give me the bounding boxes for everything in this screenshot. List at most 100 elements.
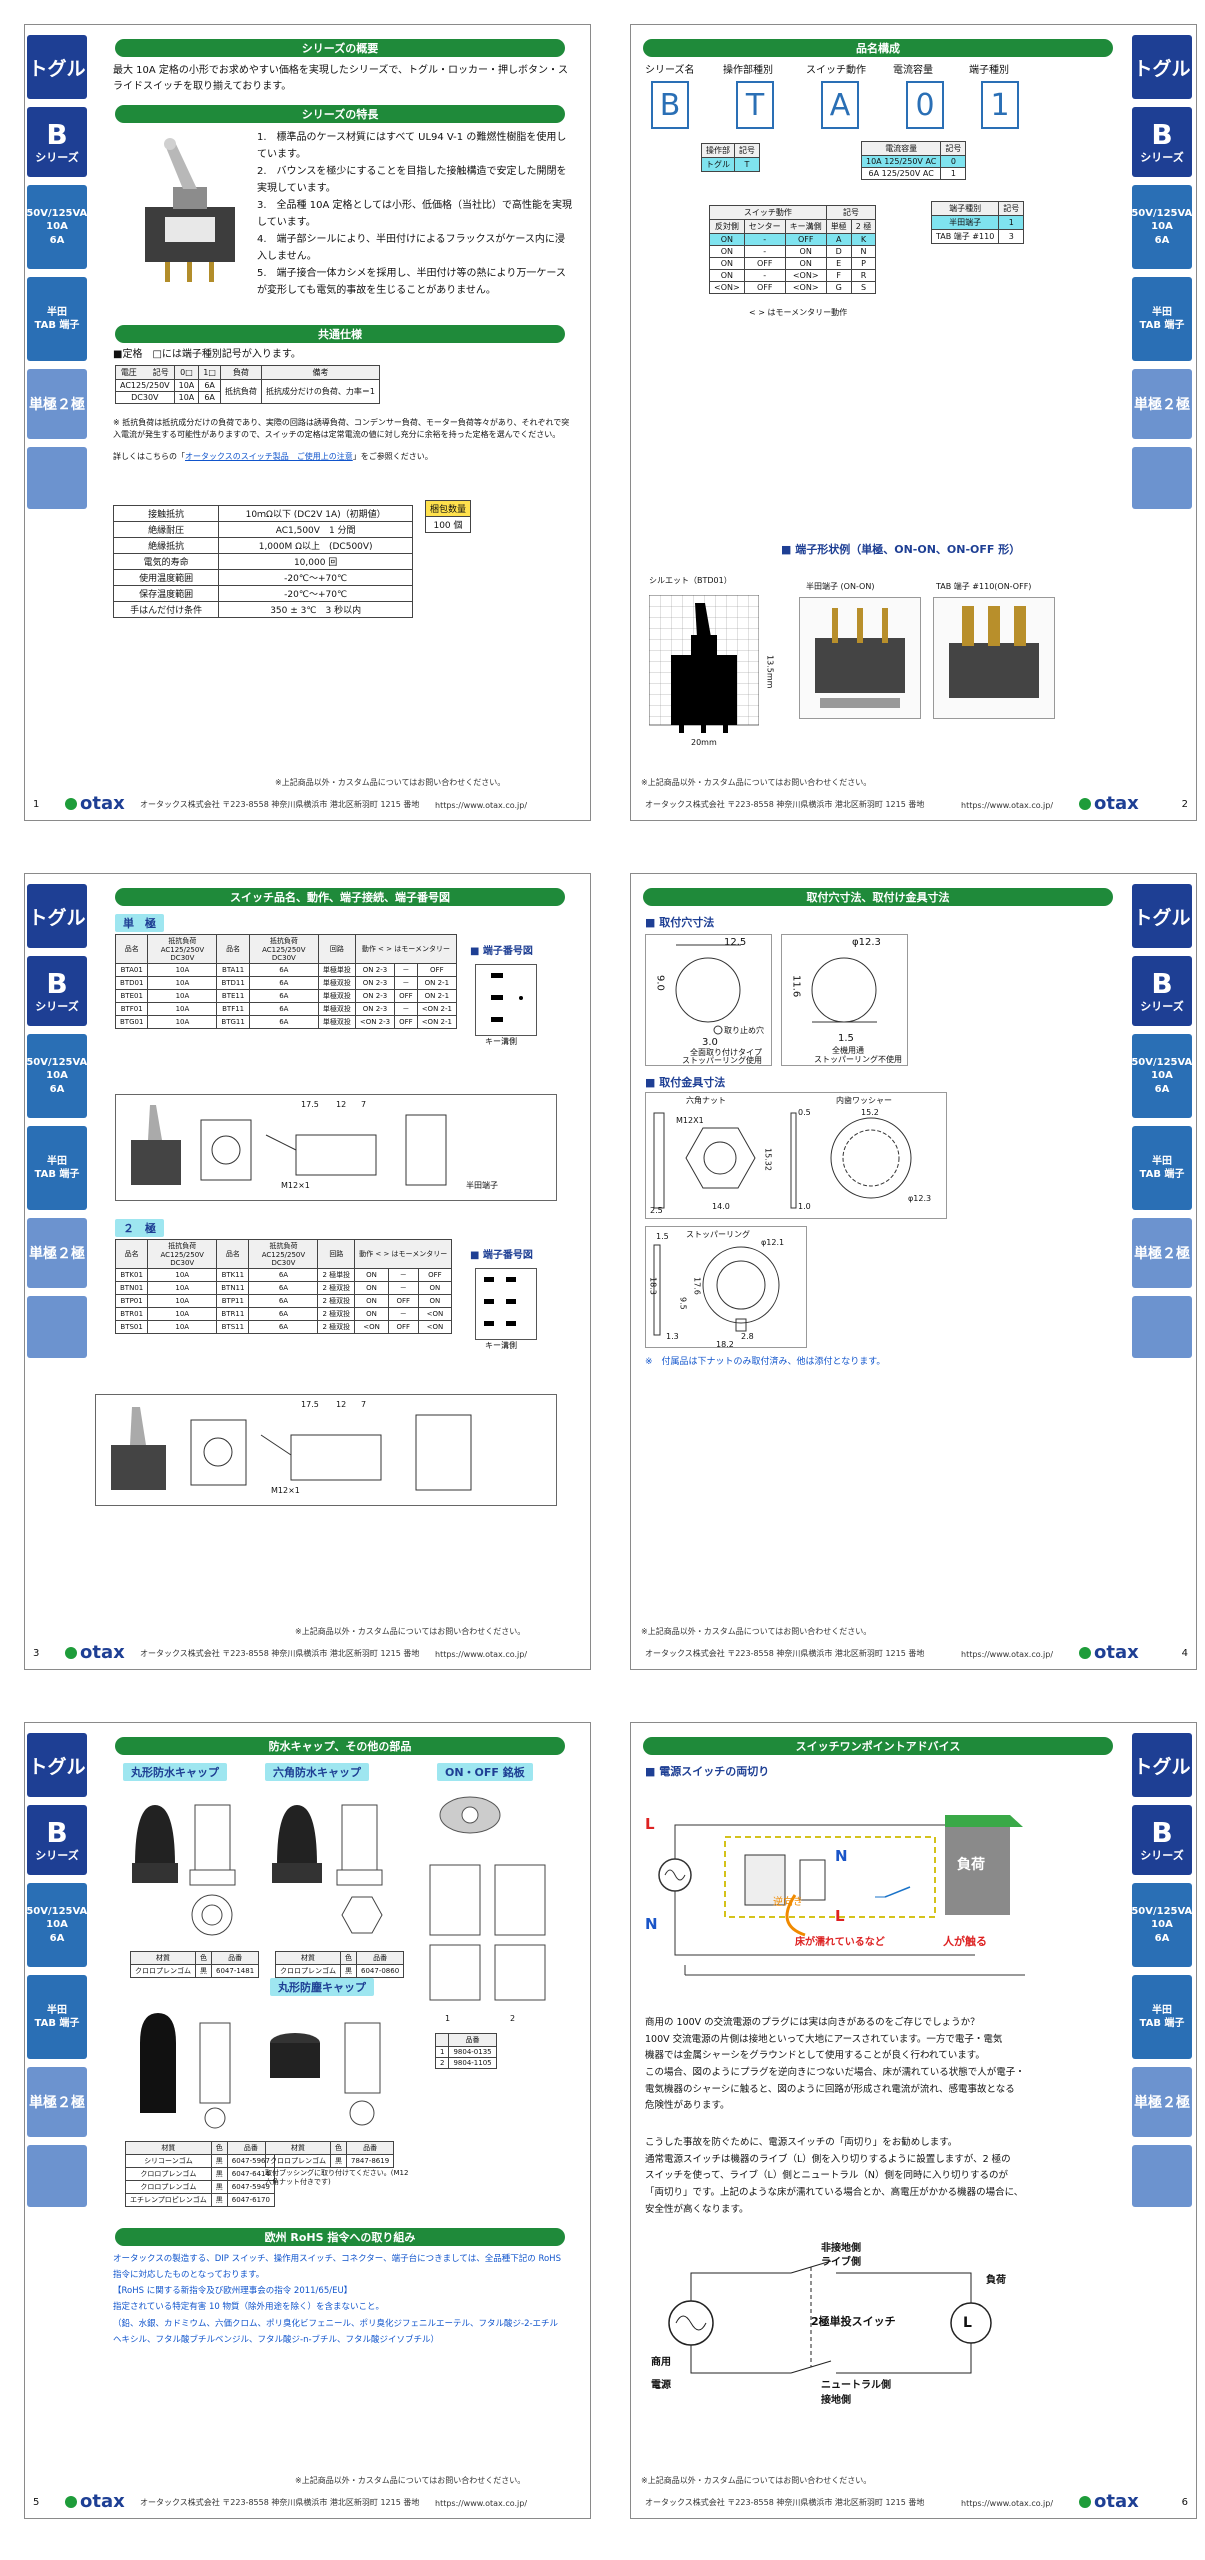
table-header: 抵抗負荷 AC125/250V DC30V [147, 934, 218, 964]
silhouette-label: シルエット（BTD01） [649, 576, 732, 585]
table-cell: BTN11 [216, 1281, 250, 1295]
tab-poles: 単極２極 [1132, 2067, 1192, 2137]
code-terminal: 1 [981, 81, 1019, 129]
logo-mark-icon [1079, 2495, 1091, 2508]
table-header: 端子種別 [930, 201, 1000, 216]
footer-note: ※上記商品以外・カスタム品についてはお問い合わせください。 [641, 778, 872, 787]
round-cap-image [120, 1785, 250, 1945]
otax-logo: otax [65, 1642, 125, 1663]
rohs-line: （鉛、水銀、カドミウム、六価クロム、ポリ臭化ビフェニール、ポリ臭化ジフェニルエー… [113, 2318, 559, 2329]
footer-url[interactable]: https://www.otax.co.jp/ [435, 801, 528, 810]
washer-label: 内歯ワッシャー [836, 1096, 892, 1105]
hole-note: ストッパーリング不使用 [814, 1055, 902, 1064]
table-cell: BTD11 [216, 976, 250, 990]
table-cell: P [850, 257, 877, 270]
table-cell: 手はんだ付け条件 [112, 601, 220, 618]
feature-item: 1. 標準品のケース材質にはすべて UL94 V-1 の難燃性樹脂を使用していま… [257, 132, 567, 160]
footer-url[interactable]: https://www.otax.co.jp/ [961, 801, 1054, 810]
table-header: 電流容量 [860, 141, 942, 156]
otax-logo: otax [1079, 2491, 1139, 2512]
pack-table: 梱包数量 100 個 [424, 500, 472, 533]
table-cell: <ON 2-1 [416, 1015, 457, 1029]
table-header: 品番 [448, 2033, 497, 2047]
table-cell: 6A [198, 391, 221, 404]
table-cell: 10A [147, 963, 218, 977]
logo-text: otax [80, 1642, 125, 1663]
table-cell: － [394, 1002, 418, 1016]
table-cell: BTN01 [114, 1281, 149, 1295]
table-cell: 単極双投 [317, 1015, 356, 1029]
text-line: スイッチを使って、ライブ（L）側とニュートラル（N）側を同時に入り切りするのが [645, 2170, 1008, 2182]
text-line: この場合、図のようにプラグを逆向きにつないだ場合、床が濡れている状態で人が電子・ [645, 2066, 1025, 2078]
table-cell: <ON 2-3 [354, 1015, 396, 1029]
hole-drawing-2: φ12.3 11.6 1.5 全機用通 ストッパーリング不使用 [781, 934, 908, 1066]
footer-company: オータックス株式会社 〒223-8558 神奈川県横浜市 港北区新羽町 1215… [645, 2498, 925, 2507]
grounded-label: 接地側 [821, 2395, 851, 2406]
dim-label: 1.3 [666, 1332, 679, 1341]
table-cell: N [850, 245, 877, 258]
code-head: スイッチ動作 [806, 65, 866, 76]
page-number: 6 [1181, 2497, 1188, 2508]
table-cell: OFF [387, 1320, 419, 1334]
hole-heading: ■ 取付穴寸法 [645, 916, 715, 929]
table-cell: BTF11 [216, 1002, 250, 1016]
tab-poles: 単極２極 [1132, 1218, 1192, 1288]
paragraph-2: こうした事故を防ぐために、電源スイッチの「両切り」をお勧めします。 通常電源スイ… [645, 2135, 1115, 2218]
dim-label: φ12.3 [852, 937, 881, 948]
footer-url[interactable]: https://www.otax.co.jp/ [435, 2499, 528, 2508]
dim-label: 17.6 [692, 1277, 702, 1295]
table-cell: ON 2-3 [354, 1002, 396, 1016]
table-header: 品番 [210, 1951, 260, 1965]
footer-company: オータックス株式会社 〒223-8558 神奈川県横浜市 港北区新羽町 1215… [140, 1649, 420, 1658]
logo-mark-icon [65, 797, 77, 810]
table-header: 品名 [114, 1239, 149, 1269]
table-cell: 10A [147, 1320, 218, 1334]
pin-diagram-double [475, 1268, 537, 1340]
table-header: 操作部 [701, 143, 735, 158]
tab-toggle: トグル [1132, 1733, 1192, 1797]
table-cell: 3 [998, 229, 1025, 244]
tab-blank [1132, 2145, 1192, 2207]
table-cell: OFF [394, 989, 418, 1003]
shock-diagram: L N N L 負荷 逆向き 床が濡れているなど 人が触る [645, 1785, 1065, 1985]
tab-blank [27, 447, 87, 509]
logo-mark-icon [65, 2495, 77, 2508]
table-cell: 6A [248, 1281, 319, 1295]
diag-L-right: L [835, 1907, 845, 1925]
table-cell: S [850, 281, 877, 294]
table-cell: 10A 125/250V AC [860, 155, 942, 168]
table-cell: 10A [147, 1294, 218, 1308]
tab-poles: 単極２極 [27, 2067, 87, 2137]
table-cell: BTS01 [114, 1320, 149, 1334]
table-cell: 10A [147, 989, 218, 1003]
caution-link[interactable]: オータックスのスイッチ製品 ご使用上の注意 [185, 452, 353, 461]
table-cell: 絶縁耐圧 [112, 521, 220, 538]
footer-note: ※上記商品以外・カスタム品についてはお問い合わせください。 [295, 2476, 526, 2485]
table-cell: 6047-1481 [210, 1964, 260, 1978]
rohs-line: オータックスの製造する、DIP スイッチ、操作用スイッチ、コネクター、端子台につ… [113, 2254, 561, 2264]
photo2-label: TAB 端子 #110(ON-OFF) [936, 582, 1032, 591]
logo-mark-icon [1079, 1646, 1091, 1659]
footer-url[interactable]: https://www.otax.co.jp/ [435, 1650, 528, 1659]
table-cell: 2 極双投 [317, 1281, 356, 1295]
table-cell: - [743, 269, 786, 282]
single-pole-table: 品名 抵抗負荷 AC125/250V DC30V 品名 抵抗負荷 AC125/2… [114, 934, 457, 1029]
code-operator: T [736, 81, 774, 129]
dim-label: 1.0 [798, 1202, 811, 1211]
footer-url[interactable]: https://www.otax.co.jp/ [961, 2499, 1054, 2508]
tab-toggle: トグル [1132, 35, 1192, 99]
footer-url[interactable]: https://www.otax.co.jp/ [961, 1650, 1054, 1659]
note-link-line: 詳しくはこちらの「オータックスのスイッチ製品 ご使用上の注意」をご参照ください。 [113, 451, 573, 463]
table-cell: <ON> [709, 281, 745, 294]
otax-logo: otax [65, 793, 125, 814]
table-cell: 6047-6170 [226, 2193, 275, 2207]
